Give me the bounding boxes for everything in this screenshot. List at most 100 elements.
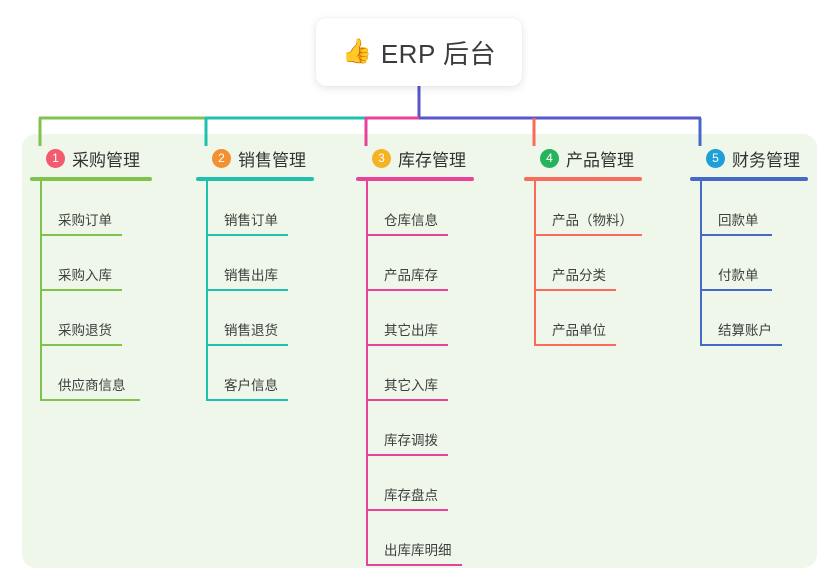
column-4: 4 产品管理产品（物料） 产品分类产品单位 — [524, 146, 642, 346]
menu-item-rule — [534, 234, 642, 236]
menu-item[interactable]: 库存调拨 — [356, 401, 474, 456]
menu-item-label: 库存调拨 — [384, 433, 438, 448]
menu-item-rule — [534, 289, 616, 291]
menu-item[interactable]: 其它入库 — [356, 346, 474, 401]
menu-item-label: 结算账户 — [718, 323, 772, 338]
menu-item-rule — [40, 399, 140, 401]
menu-item-rule — [366, 289, 448, 291]
menu-item-rule — [206, 399, 288, 401]
menu-item-label: 其它入库 — [384, 378, 438, 393]
menu-item-rule — [700, 289, 772, 291]
root-node[interactable]: 👍 ERP 后台 — [316, 18, 522, 86]
menu-item-rule — [700, 344, 782, 346]
menu-item-rule — [40, 289, 122, 291]
menu-item-label: 采购订单 — [58, 213, 112, 228]
menu-item[interactable]: 采购订单 — [30, 181, 152, 236]
column-rule-1 — [30, 177, 152, 181]
menu-item-label: 产品单位 — [552, 323, 606, 338]
column-spine-3 — [366, 181, 368, 566]
menu-item-label: 库存盘点 — [384, 488, 438, 503]
menu-item-label: 采购退货 — [58, 323, 112, 338]
column-header-5[interactable]: 5 财务管理 — [690, 146, 808, 170]
menu-item-label: 销售出库 — [224, 268, 278, 283]
column-rule-5 — [690, 177, 808, 181]
column-title-2: 销售管理 — [238, 150, 306, 170]
menu-item[interactable]: 客户信息 — [196, 346, 314, 401]
menu-item[interactable]: 销售订单 — [196, 181, 314, 236]
column-3: 3 库存管理仓库信息产品库存其它出库其它入库库存调拨库存盘点出库库明细 — [356, 146, 474, 566]
column-rule-2 — [196, 177, 314, 181]
menu-item-rule — [206, 289, 288, 291]
menu-item-rule — [366, 344, 448, 346]
column-rule-4 — [524, 177, 642, 181]
column-title-1: 采购管理 — [72, 150, 140, 170]
column-title-3: 库存管理 — [398, 150, 466, 170]
column-spine-4 — [534, 181, 536, 346]
menu-item-rule — [366, 454, 448, 456]
menu-item-rule — [534, 344, 616, 346]
column-1: 1 采购管理采购订单采购入库采购退货供应商信息 — [30, 146, 152, 401]
menu-item-rule — [206, 344, 288, 346]
menu-item[interactable]: 采购退货 — [30, 291, 152, 346]
menu-item-label: 产品（物料） — [552, 213, 633, 228]
menu-item[interactable]: 出库库明细 — [356, 511, 474, 566]
column-items-5: 回款单付款单结算账户 — [690, 181, 808, 346]
column-header-4[interactable]: 4 产品管理 — [524, 146, 642, 170]
menu-item[interactable]: 采购入库 — [30, 236, 152, 291]
menu-item[interactable]: 产品分类 — [524, 236, 642, 291]
menu-item-label: 其它出库 — [384, 323, 438, 338]
menu-item-label: 付款单 — [718, 268, 759, 283]
menu-item[interactable]: 付款单 — [690, 236, 808, 291]
column-spine-2 — [206, 181, 208, 401]
menu-item-label: 供应商信息 — [58, 378, 126, 393]
column-title-5: 财务管理 — [732, 150, 800, 170]
column-rule-3 — [356, 177, 474, 181]
menu-item-rule — [366, 234, 448, 236]
thumbs-up-icon: 👍 — [341, 38, 372, 65]
menu-item-label: 回款单 — [718, 213, 759, 228]
column-badge-2: 2 — [212, 148, 231, 168]
menu-item[interactable]: 产品单位 — [524, 291, 642, 346]
column-badge-3: 3 — [372, 148, 391, 168]
column-badge-1: 1 — [46, 148, 65, 168]
menu-item[interactable]: 销售退货 — [196, 291, 314, 346]
column-items-1: 采购订单采购入库采购退货供应商信息 — [30, 181, 152, 401]
column-5: 5 财务管理回款单付款单结算账户 — [690, 146, 808, 346]
menu-item-rule — [366, 509, 448, 511]
column-badge-4: 4 — [540, 148, 559, 168]
column-badge-5: 5 — [706, 148, 725, 168]
menu-item[interactable]: 供应商信息 — [30, 346, 152, 401]
column-spine-1 — [40, 181, 42, 401]
menu-item[interactable]: 产品库存 — [356, 236, 474, 291]
menu-item[interactable]: 库存盘点 — [356, 456, 474, 511]
menu-item-label: 产品库存 — [384, 268, 438, 283]
menu-item-label: 客户信息 — [224, 378, 278, 393]
column-spine-5 — [700, 181, 702, 346]
menu-item[interactable]: 结算账户 — [690, 291, 808, 346]
menu-item-rule — [366, 399, 448, 401]
column-items-3: 仓库信息产品库存其它出库其它入库库存调拨库存盘点出库库明细 — [356, 181, 474, 566]
menu-item-label: 销售退货 — [224, 323, 278, 338]
diagram-panel — [22, 134, 817, 568]
menu-item[interactable]: 其它出库 — [356, 291, 474, 346]
menu-item-label: 采购入库 — [58, 268, 112, 283]
menu-item[interactable]: 仓库信息 — [356, 181, 474, 236]
menu-item-rule — [206, 234, 288, 236]
column-header-1[interactable]: 1 采购管理 — [30, 146, 152, 170]
menu-item-rule — [366, 564, 462, 566]
menu-item-rule — [700, 234, 772, 236]
menu-item-label: 销售订单 — [224, 213, 278, 228]
column-title-4: 产品管理 — [566, 150, 634, 170]
menu-item-label: 出库库明细 — [384, 543, 452, 558]
menu-item[interactable]: 产品（物料） — [524, 181, 642, 236]
menu-item-rule — [40, 234, 122, 236]
column-header-3[interactable]: 3 库存管理 — [356, 146, 474, 170]
menu-item-rule — [40, 344, 122, 346]
column-header-2[interactable]: 2 销售管理 — [196, 146, 314, 170]
menu-item[interactable]: 销售出库 — [196, 236, 314, 291]
column-items-4: 产品（物料） 产品分类产品单位 — [524, 181, 642, 346]
column-items-2: 销售订单销售出库销售退货客户信息 — [196, 181, 314, 401]
column-2: 2 销售管理销售订单销售出库销售退货客户信息 — [196, 146, 314, 401]
menu-item[interactable]: 回款单 — [690, 181, 808, 236]
